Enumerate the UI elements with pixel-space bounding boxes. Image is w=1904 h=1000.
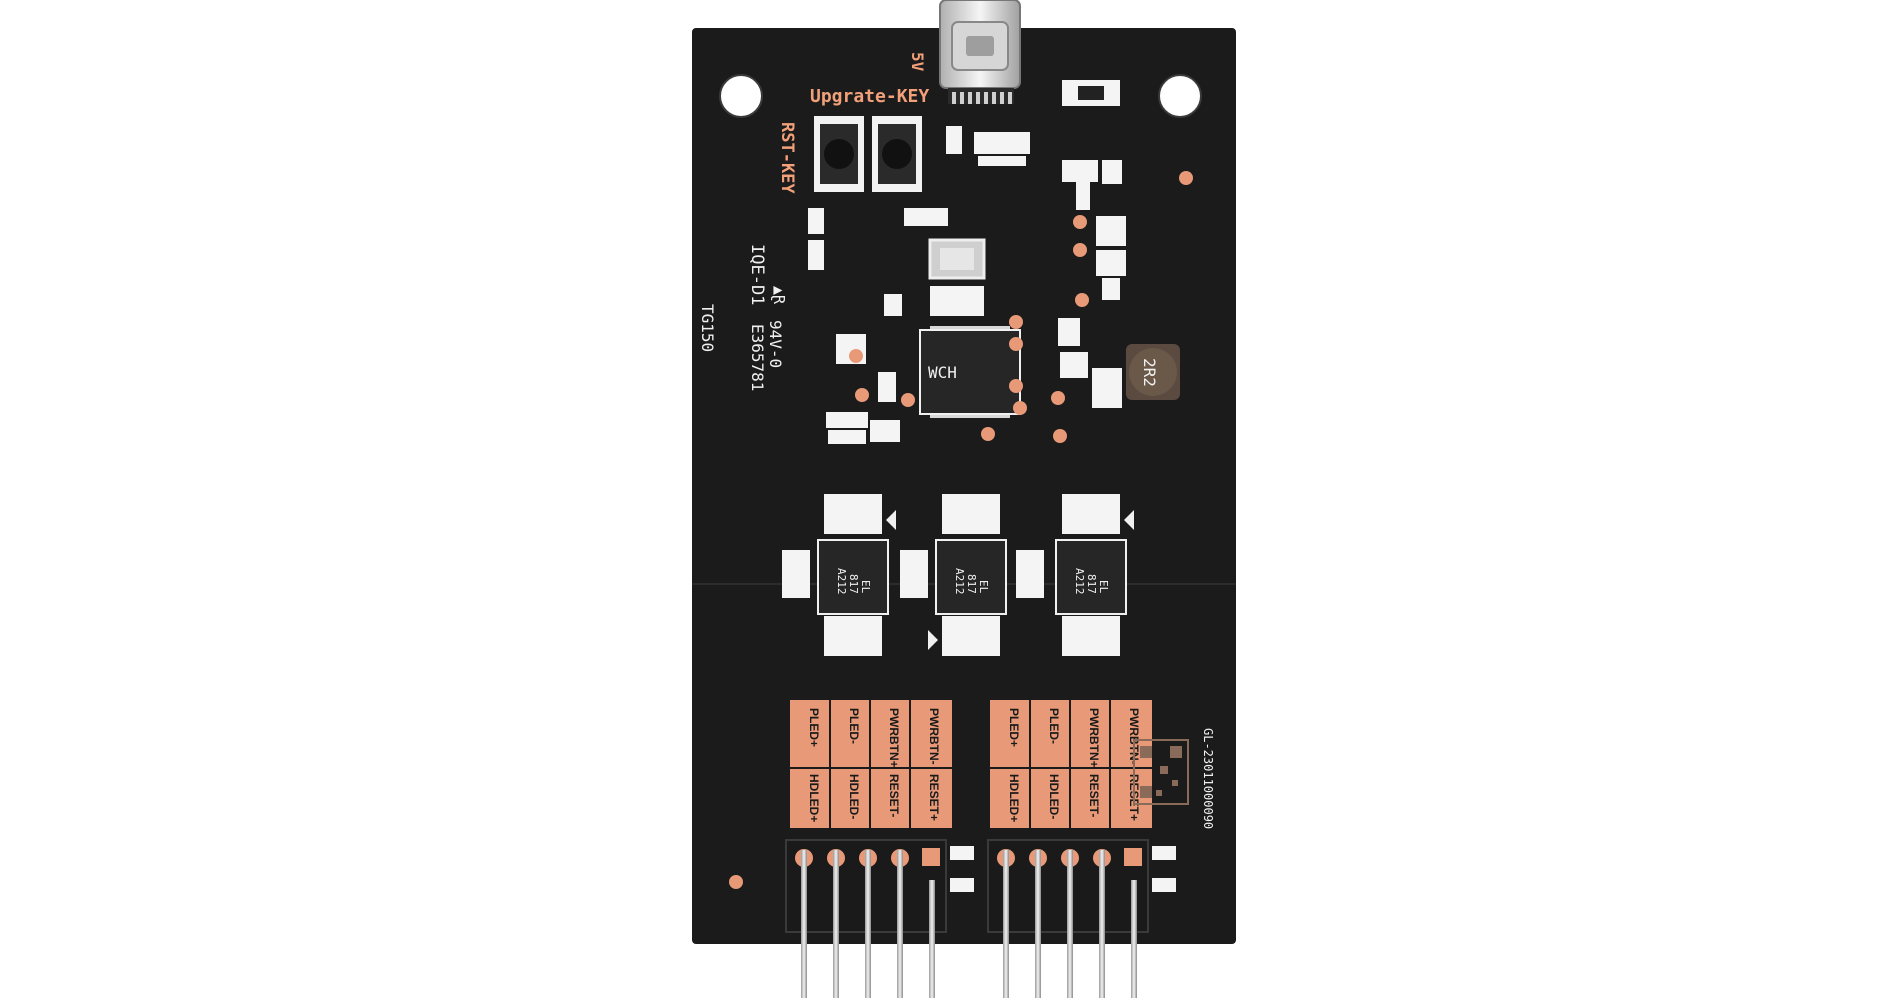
part-code-label: IQE-D1 bbox=[747, 244, 767, 305]
svg-text:EL: EL bbox=[859, 580, 872, 594]
copper-test-pads bbox=[849, 215, 1089, 443]
header-left-label-block: PLED+ HDLED+ PLED- HDLED- PWRBTN+ RESET-… bbox=[790, 700, 952, 828]
pin-header-right bbox=[987, 839, 1149, 998]
mounting-hole-right bbox=[1158, 74, 1202, 118]
smd-components bbox=[808, 126, 1126, 444]
svg-text:A212: A212 bbox=[953, 568, 966, 595]
svg-text:817: 817 bbox=[965, 574, 978, 594]
svg-text:PWRBTN-: PWRBTN- bbox=[927, 708, 941, 765]
svg-text:RESET-: RESET- bbox=[1087, 774, 1101, 817]
svg-text:HDLED+: HDLED+ bbox=[1007, 774, 1021, 822]
usb-c-connector bbox=[939, 0, 1021, 104]
mounting-hole-left bbox=[719, 74, 763, 118]
svg-text:HDLED+: HDLED+ bbox=[807, 774, 821, 822]
svg-text:PLED+: PLED+ bbox=[807, 708, 821, 747]
cert-mark: ▲Ɽ bbox=[770, 286, 788, 305]
svg-text:PWRBTN+: PWRBTN+ bbox=[1087, 708, 1101, 768]
svg-text:PWRBTN+: PWRBTN+ bbox=[887, 708, 901, 768]
upgrade-key-button[interactable] bbox=[872, 116, 922, 192]
reset-key-label: RST-KEY bbox=[777, 122, 797, 194]
inductor-label: 2R2 bbox=[1140, 358, 1159, 387]
usb-controller-chip: WCH bbox=[919, 326, 1021, 418]
crystal-oscillator bbox=[928, 238, 986, 280]
svg-text:817: 817 bbox=[847, 574, 860, 594]
svg-text:PLED-: PLED- bbox=[847, 708, 861, 744]
svg-text:PWRBTN-: PWRBTN- bbox=[1127, 708, 1141, 765]
orientation-marks bbox=[886, 510, 1134, 650]
svg-text:HDLED-: HDLED- bbox=[1047, 774, 1061, 819]
voltage-label: 5V bbox=[908, 52, 927, 72]
pin-header-left bbox=[785, 839, 947, 998]
serial-label: GL-23011000090 bbox=[1201, 728, 1215, 829]
rating-label: 94V-0 bbox=[766, 320, 785, 368]
reset-key-button[interactable] bbox=[814, 116, 864, 192]
qr-code bbox=[1133, 739, 1189, 805]
svg-text:A212: A212 bbox=[1073, 568, 1086, 595]
svg-text:RESET+: RESET+ bbox=[927, 774, 941, 821]
upgrade-key-label: Upgrate-KEY bbox=[810, 86, 929, 107]
svg-text:HDLED-: HDLED- bbox=[847, 774, 861, 819]
header-right-label-block: PLED+ HDLED+ PLED- HDLED- PWRBTN+ RESET-… bbox=[990, 700, 1152, 828]
svg-text:EL: EL bbox=[1097, 580, 1110, 594]
svg-text:PLED-: PLED- bbox=[1047, 708, 1061, 744]
svg-text:RESET-: RESET- bbox=[887, 774, 901, 817]
smd-header-components bbox=[950, 846, 1176, 892]
cert-number-label: E365781 bbox=[748, 324, 767, 391]
optocoupler-1: EL 817 A212 bbox=[817, 494, 889, 656]
optocoupler-3: EL 817 A212 bbox=[1055, 494, 1127, 656]
svg-text:EL: EL bbox=[977, 580, 990, 594]
model-label: TG150 bbox=[698, 304, 717, 352]
svg-text:817: 817 bbox=[1085, 574, 1098, 594]
test-pad bbox=[729, 875, 743, 889]
svg-text:A212: A212 bbox=[835, 568, 848, 595]
pcb-board bbox=[692, 28, 1236, 944]
test-pad bbox=[1179, 171, 1193, 185]
optocoupler-2: EL 817 A212 bbox=[935, 494, 1007, 656]
power-inductor: 2R2 bbox=[1126, 344, 1180, 400]
smd-resistors-row bbox=[782, 550, 1044, 598]
svg-text:PLED+: PLED+ bbox=[1007, 708, 1021, 747]
chip-logo: WCH bbox=[928, 363, 957, 382]
